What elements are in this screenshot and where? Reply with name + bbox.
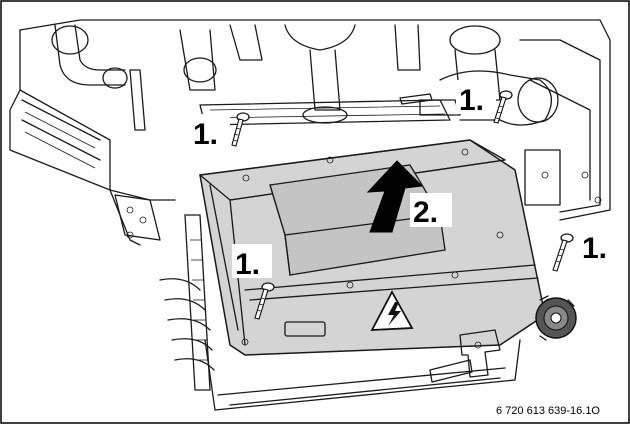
control-box	[199, 139, 546, 378]
step-label-screw-left: 1.	[235, 248, 260, 281]
lower-tray	[204, 339, 521, 411]
label-bg-arrow	[410, 193, 452, 227]
step-label-screw-top-left: 1.	[193, 118, 218, 151]
lift-up-arrow-icon	[366, 160, 424, 233]
step-label-lift: 2.	[413, 196, 438, 229]
rotary-connector	[535, 295, 577, 341]
screw-top-left	[231, 112, 250, 147]
label-bg-top-left	[190, 114, 230, 148]
label-bg-right	[580, 228, 620, 262]
screw-left	[254, 282, 275, 320]
label-bg-top-right	[456, 80, 496, 114]
figure-id: 6 720 613 639-16.1O	[496, 405, 600, 417]
high-voltage-warning-icon	[370, 290, 414, 331]
cable-harness	[159, 214, 215, 391]
label-bg-left	[232, 244, 272, 278]
step-label-screw-top-right: 1.	[459, 84, 484, 117]
screw-right	[552, 233, 574, 272]
step-label-screw-right: 1.	[582, 232, 607, 265]
screw-top-right	[493, 90, 513, 124]
boiler-frame	[9, 19, 611, 246]
